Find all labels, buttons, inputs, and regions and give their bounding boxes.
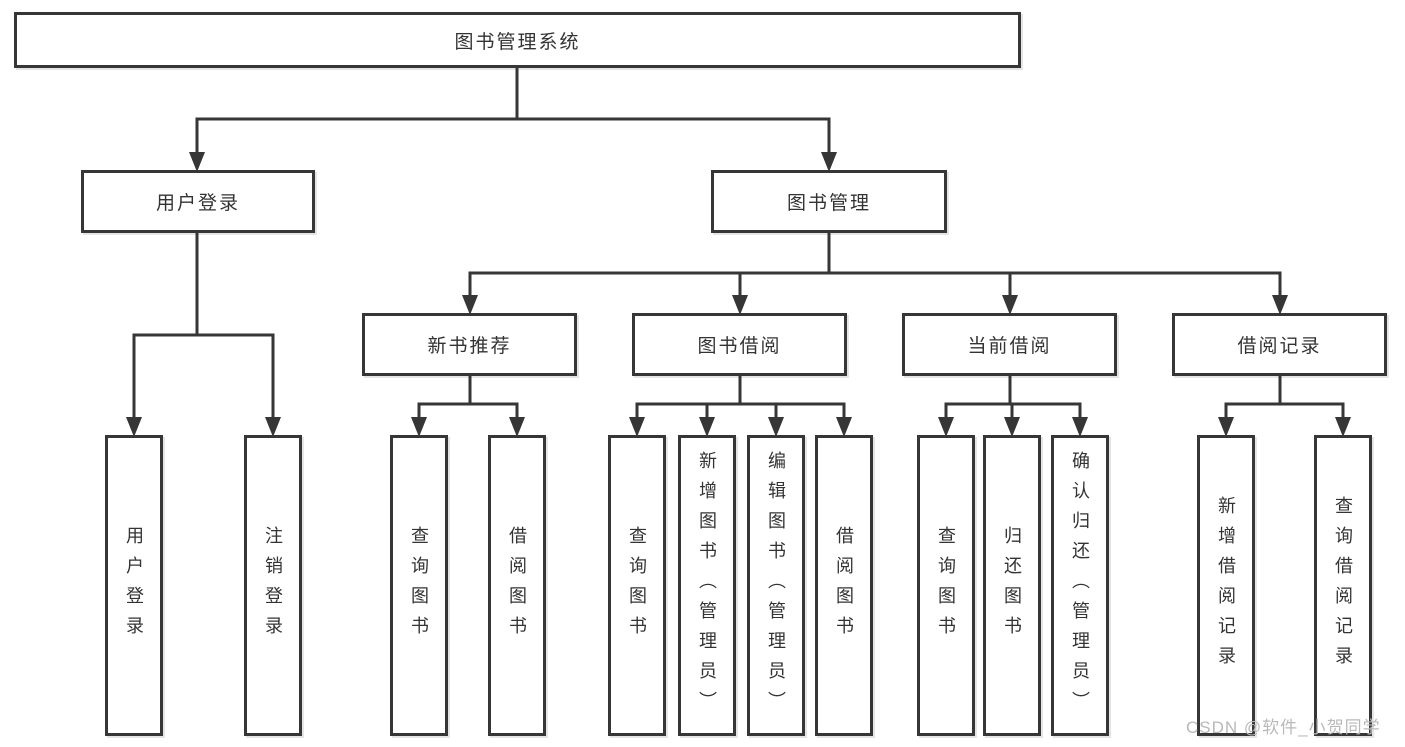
node-borrowing-records: 借阅记录 bbox=[1172, 313, 1387, 376]
node-book-borrowing-label: 图书借阅 bbox=[697, 336, 782, 357]
leaf-add-borrow-record-label: 新增借阅记录 bbox=[1216, 495, 1236, 676]
leaf-query-book-current-label: 查询图书 bbox=[936, 525, 956, 646]
leaf-borrow-book-recommend: 借阅图书 bbox=[488, 435, 546, 736]
leaf-add-book-admin-label: 新增图书（管理员） bbox=[697, 450, 717, 721]
leaf-borrow-book-recommend-label: 借阅图书 bbox=[507, 525, 527, 646]
leaf-edit-book-admin-label: 编辑图书（管理员） bbox=[766, 450, 786, 721]
node-new-book-recommend-label: 新书推荐 bbox=[427, 336, 512, 357]
node-current-borrowing: 当前借阅 bbox=[902, 313, 1117, 376]
leaf-query-borrow-record-label: 查询借阅记录 bbox=[1333, 495, 1353, 676]
node-new-book-recommend: 新书推荐 bbox=[362, 313, 577, 376]
leaf-query-borrow-record: 查询借阅记录 bbox=[1314, 435, 1372, 736]
leaf-query-book-current: 查询图书 bbox=[917, 435, 975, 736]
leaf-user-login-label: 用户登录 bbox=[124, 525, 144, 646]
leaf-borrow-book-borrowing: 借阅图书 bbox=[815, 435, 873, 736]
node-book-borrowing: 图书借阅 bbox=[632, 313, 847, 376]
leaf-borrow-book-borrowing-label: 借阅图书 bbox=[834, 525, 854, 646]
leaf-query-book-borrowing-label: 查询图书 bbox=[627, 525, 647, 646]
node-root-label: 图书管理系统 bbox=[454, 31, 581, 53]
node-borrowing-records-label: 借阅记录 bbox=[1237, 336, 1322, 357]
watermark: CSDN @软件_小贺同学 bbox=[1186, 718, 1381, 737]
leaf-logout-label: 注销登录 bbox=[263, 525, 283, 646]
node-current-borrowing-label: 当前借阅 bbox=[967, 336, 1052, 357]
leaf-confirm-return-admin: 确认归还（管理员） bbox=[1051, 435, 1109, 736]
leaf-logout: 注销登录 bbox=[244, 435, 302, 736]
node-book-management: 图书管理 bbox=[711, 170, 947, 233]
leaf-query-book-borrowing: 查询图书 bbox=[608, 435, 666, 736]
leaf-query-book-recommend: 查询图书 bbox=[390, 435, 448, 736]
node-user-login: 用户登录 bbox=[81, 170, 315, 233]
leaf-edit-book-admin: 编辑图书（管理员） bbox=[747, 435, 805, 736]
leaf-user-login: 用户登录 bbox=[105, 435, 163, 736]
node-root: 图书管理系统 bbox=[14, 12, 1021, 68]
leaf-add-borrow-record: 新增借阅记录 bbox=[1197, 435, 1255, 736]
leaf-query-book-recommend-label: 查询图书 bbox=[409, 525, 429, 646]
node-book-management-label: 图书管理 bbox=[786, 193, 871, 214]
leaf-return-book: 归还图书 bbox=[983, 435, 1041, 736]
node-user-login-label: 用户登录 bbox=[155, 193, 240, 214]
leaf-confirm-return-admin-label: 确认归还（管理员） bbox=[1070, 450, 1090, 721]
leaf-add-book-admin: 新增图书（管理员） bbox=[678, 435, 736, 736]
leaf-return-book-label: 归还图书 bbox=[1002, 525, 1022, 646]
